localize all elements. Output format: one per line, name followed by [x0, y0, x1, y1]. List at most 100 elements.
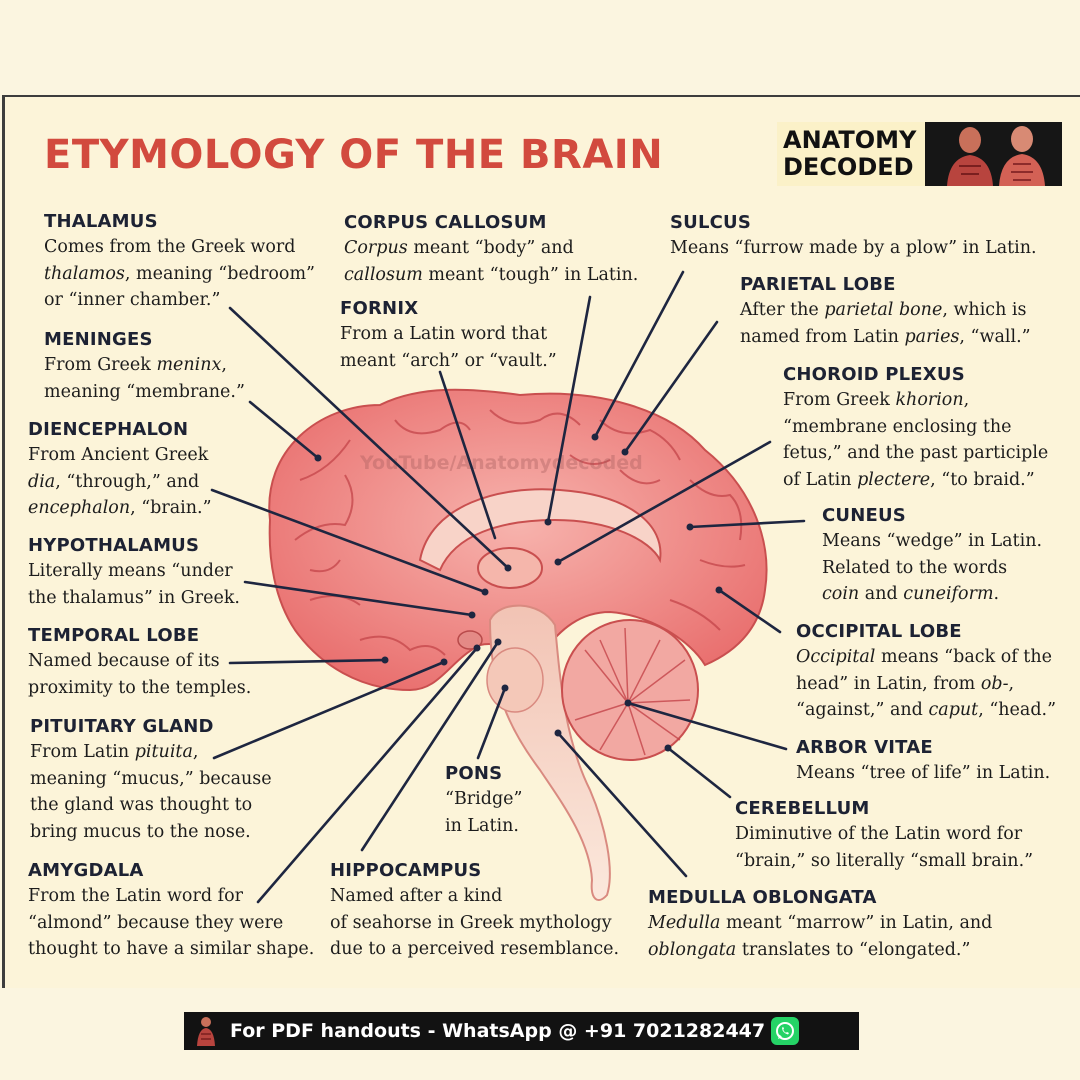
leader-pituitary	[212, 660, 446, 760]
leader-fornix	[438, 370, 497, 540]
label-line: From Ancient Greek	[28, 445, 209, 465]
label-occipital-lobe: OCCIPITAL LOBE Occipital means “back of …	[796, 620, 1056, 724]
leader-parietal	[623, 320, 719, 454]
label-thalamus: THALAMUS Comes from the Greek word thala…	[44, 210, 315, 314]
label-title: HYPOTHALAMUS	[28, 535, 200, 556]
label-title: HIPPOCAMPUS	[330, 860, 482, 881]
label-term: khorion	[895, 390, 964, 410]
whatsapp-icon[interactable]	[771, 1017, 800, 1045]
leader-arbor	[626, 701, 788, 751]
label-title: TEMPORAL LOBE	[28, 625, 200, 646]
label-line: “Bridge”	[445, 789, 523, 809]
label-line: , “wall.”	[959, 326, 1031, 347]
label-line: translates to “elongated.”	[736, 939, 971, 960]
label-line: , “to braid.”	[930, 469, 1035, 490]
label-title: MEDULLA OBLONGATA	[648, 887, 877, 908]
label-line: Named because of its	[28, 651, 220, 671]
label-line: head” in Latin, from	[796, 673, 981, 694]
label-term: callosum	[344, 264, 423, 285]
label-term: oblongata	[648, 939, 737, 960]
label-line: meant “marrow” in Latin, and	[720, 913, 993, 933]
label-line: “against,” and	[796, 700, 929, 720]
label-term: cuneiform	[903, 584, 994, 604]
label-line: ,	[221, 355, 227, 375]
label-choroid-plexus: CHOROID PLEXUS From Greek khorion, “memb…	[783, 363, 1048, 493]
label-line: , “through,” and	[55, 471, 200, 492]
label-line: Literally means “under	[28, 561, 233, 581]
label-term: meninx	[156, 355, 222, 375]
watermark-text: YouTube/Anatomydecoded	[360, 452, 643, 474]
label-term: coin	[822, 584, 860, 604]
label-pons: PONS “Bridge” in Latin.	[445, 762, 522, 839]
label-line: meant “tough” in Latin.	[422, 264, 639, 285]
brand-line2: DECODED	[783, 153, 914, 181]
label-line: After the	[740, 300, 825, 320]
label-cerebellum: CEREBELLUM Diminutive of the Latin word …	[735, 797, 1033, 874]
label-parietal-lobe: PARIETAL LOBE After the parietal bone, w…	[740, 273, 1031, 350]
label-line: Diminutive of the Latin word for	[735, 824, 1023, 844]
label-line: Means “tree of life” in Latin.	[796, 763, 1051, 783]
corpus-callosum-shape	[418, 488, 662, 572]
page-title: ETYMOLOGY OF THE BRAIN	[44, 132, 664, 178]
label-term: plectere	[857, 469, 931, 490]
label-term: paries	[904, 326, 960, 347]
leader-amygdala	[256, 646, 479, 904]
label-term: dia	[28, 471, 56, 492]
brand-text: ANATOMY DECODED	[777, 122, 925, 186]
label-line: From the Latin word for	[28, 886, 243, 906]
label-line: due to a perceived resemblance.	[330, 939, 620, 959]
label-cuneus: CUNEUS Means “wedge” in Latin. Related t…	[822, 504, 1042, 608]
label-temporal-lobe: TEMPORAL LOBE Named because of its proxi…	[28, 624, 251, 701]
label-title: SULCUS	[670, 212, 752, 233]
label-line: ,	[192, 742, 199, 762]
label-line: Related to the words	[822, 557, 1008, 578]
leader-hippocampus	[360, 640, 500, 852]
cerebellum-shape	[561, 619, 699, 761]
label-line: fetus,” and the past participle	[783, 443, 1049, 463]
label-title: CEREBELLUM	[735, 798, 870, 819]
label-line: bring mucus to the nose.	[30, 821, 251, 842]
label-line: ,	[1008, 673, 1015, 694]
leader-corpus	[546, 295, 592, 524]
label-line: “almond” because they were	[28, 912, 284, 933]
label-title: PONS	[445, 763, 503, 784]
label-line: “membrane enclosing the	[783, 416, 1012, 437]
label-meninges: MENINGES From Greek meninx, meaning “mem…	[44, 328, 245, 405]
label-line: From Greek	[783, 390, 896, 410]
label-line: Means “wedge” in Latin.	[822, 531, 1043, 551]
label-line: meant “arch” or “vault.”	[340, 350, 557, 371]
label-diencephalon: DIENCEPHALON From Ancient Greek dia, “th…	[28, 418, 212, 522]
label-title: FORNIX	[340, 298, 419, 319]
label-title: AMYGDALA	[28, 860, 144, 881]
label-line: , “brain.”	[130, 498, 212, 518]
label-line: or “inner chamber.”	[44, 290, 221, 310]
label-line: , meaning “bedroom”	[124, 263, 315, 284]
label-term: encephalon	[28, 498, 131, 518]
label-line: “brain,” so literally “small brain.”	[735, 850, 1034, 871]
label-title: ARBOR VITAE	[796, 737, 933, 758]
leader-occipital	[717, 588, 782, 634]
leader-thalamus	[228, 306, 510, 570]
label-line: From a Latin word that	[340, 324, 548, 344]
label-title: CUNEUS	[822, 505, 906, 526]
cerebrum-shape	[268, 388, 768, 692]
label-amygdala: AMYGDALA From the Latin word for “almond…	[28, 859, 314, 963]
leader-medulla	[556, 731, 688, 878]
label-line: of Latin	[783, 469, 858, 490]
brand-line1: ANATOMY	[783, 126, 917, 154]
label-line: meaning “membrane.”	[44, 381, 245, 402]
leader-cuneus	[688, 519, 806, 529]
leader-choroid	[556, 440, 772, 564]
brand-logo: ANATOMY DECODED	[777, 122, 1062, 186]
whatsapp-banner[interactable]: For PDF handouts - WhatsApp @ +91 702128…	[184, 1012, 859, 1050]
label-line: .	[993, 584, 1000, 604]
label-title: PITUITARY GLAND	[30, 716, 214, 737]
label-term: Corpus	[344, 238, 408, 258]
label-line: the gland was thought to	[30, 795, 253, 815]
label-line: proximity to the temples.	[28, 677, 252, 698]
leader-meninges	[248, 400, 320, 460]
anatomy-figure-icon	[197, 1017, 215, 1046]
label-arbor-vitae: ARBOR VITAE Means “tree of life” in Lati…	[796, 736, 1050, 787]
